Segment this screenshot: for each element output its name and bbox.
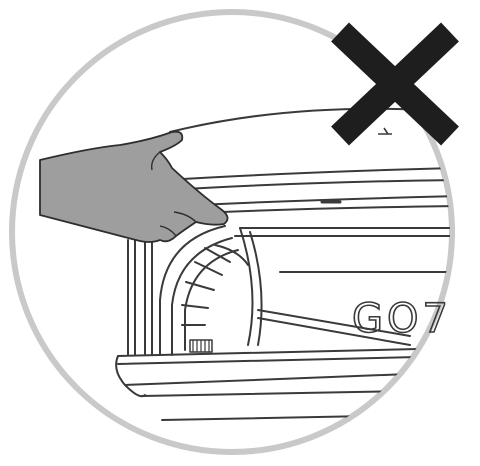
brand-text: GO7: [352, 296, 452, 342]
